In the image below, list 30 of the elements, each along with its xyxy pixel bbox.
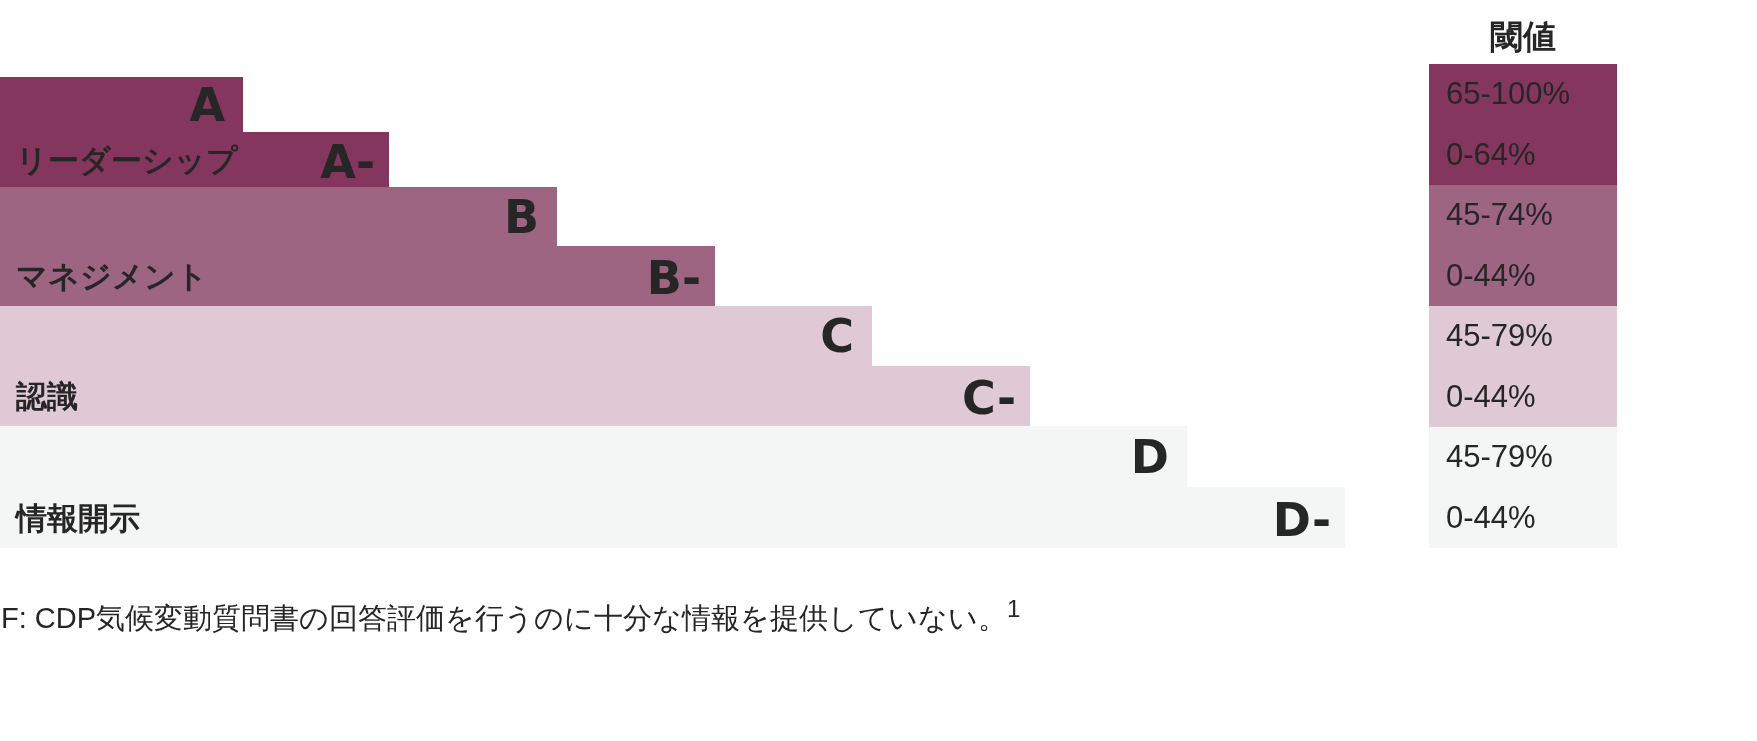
threshold-value: 45-74%: [1446, 198, 1553, 233]
footnote-text: F: CDP気候変動質問書の回答評価を行うのに十分な情報を提供していない。$^{1}$: [1, 593, 1021, 635]
score-band: [0, 306, 1030, 426]
column-heading: 閾値: [1490, 19, 1556, 56]
score-grade: B: [503, 193, 539, 240]
category-label: リーダーシップ: [16, 142, 238, 177]
threshold-cell: [1429, 64, 1617, 185]
score-band: [0, 187, 715, 306]
score-grade: D-: [1272, 496, 1331, 543]
category-label: 認識: [16, 379, 78, 414]
score-band: [0, 77, 389, 187]
score-grade: C-: [962, 375, 1016, 421]
threshold-value: 0-44%: [1446, 258, 1536, 293]
threshold-value: 0-44%: [1446, 379, 1536, 414]
score-grade: A: [189, 81, 225, 128]
threshold-cell: [1429, 427, 1617, 548]
threshold-cell: [1429, 185, 1617, 306]
score-grade: D: [1130, 433, 1169, 480]
score-grade: C: [820, 313, 854, 359]
score-grade: A-: [320, 138, 375, 185]
score-grade: B-: [646, 255, 701, 301]
threshold-value: 0-44%: [1446, 500, 1536, 535]
threshold-value: 45-79%: [1446, 319, 1553, 354]
threshold-value: 0-64%: [1446, 137, 1536, 172]
threshold-value: 65-100%: [1446, 77, 1571, 112]
score-band: [0, 426, 1345, 548]
threshold-cell: [1429, 306, 1617, 427]
category-label: マネジメント: [16, 259, 208, 294]
category-label: 情報開示: [16, 500, 140, 535]
threshold-value: 45-79%: [1446, 440, 1553, 475]
